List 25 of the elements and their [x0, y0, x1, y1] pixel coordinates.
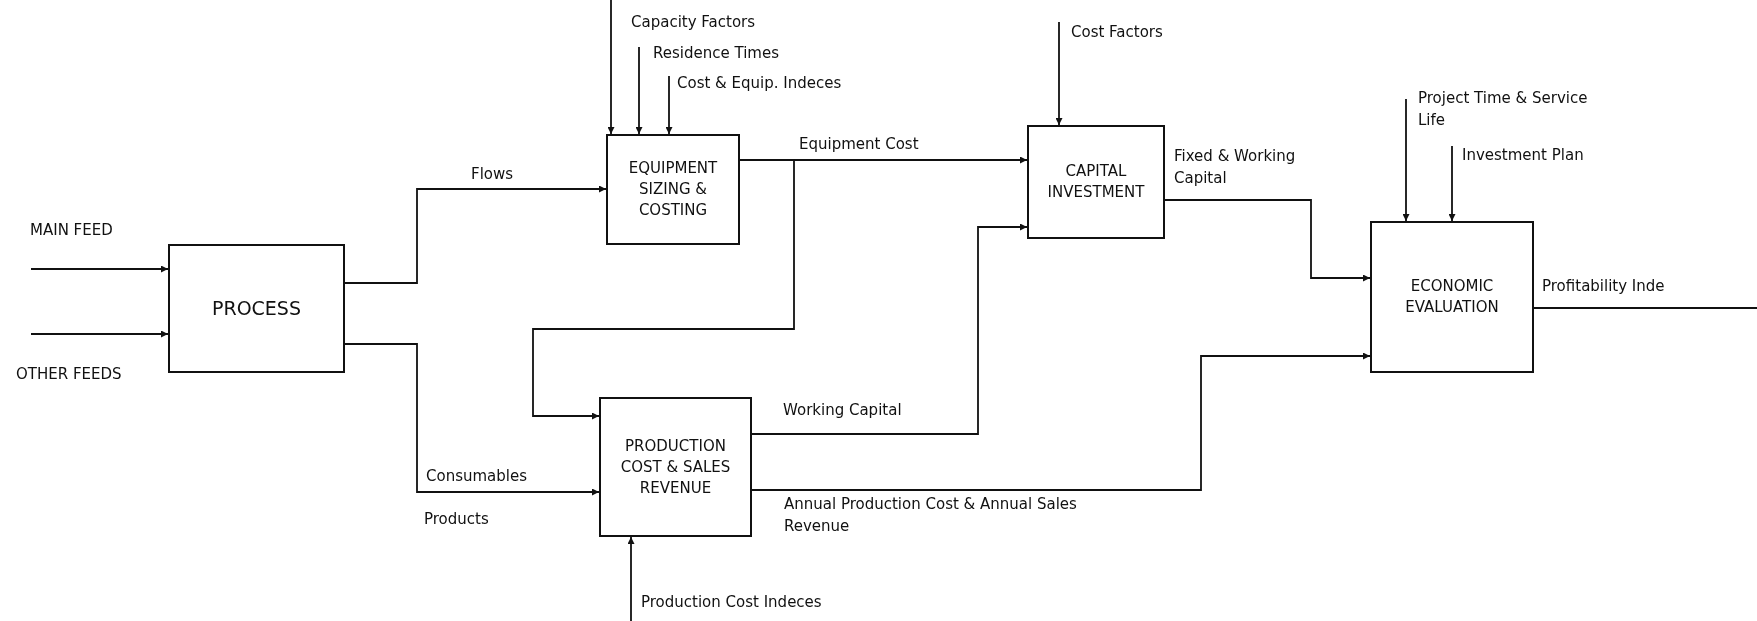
arrow	[635, 46, 643, 135]
process-box	[168, 244, 345, 373]
arrow	[30, 330, 169, 338]
box-label: ECONOMIC EVALUATION	[1404, 276, 1500, 318]
arrow	[1164, 199, 1371, 282]
arrow	[627, 536, 635, 621]
box-label: PRODUCTION COST & SALES REVENUE	[619, 435, 732, 499]
box-label: PROCESS	[212, 296, 301, 322]
arrow	[751, 352, 1371, 491]
arrow	[607, 0, 615, 135]
process-box	[599, 397, 752, 537]
arrow	[1055, 21, 1063, 126]
arrow	[1448, 145, 1456, 222]
arrow	[751, 223, 1028, 435]
process-box	[1370, 221, 1534, 373]
box-label: CAPITAL INVESTMENT	[1046, 161, 1146, 203]
arrow	[30, 265, 169, 273]
box-label: EQUIPMENT SIZING & COSTING	[627, 158, 719, 221]
process-box	[1027, 125, 1165, 239]
arrow	[532, 159, 795, 420]
arrow	[1402, 98, 1410, 222]
arrow	[665, 75, 673, 135]
arrow	[344, 343, 600, 496]
process-box	[606, 134, 740, 245]
arrow	[344, 185, 607, 284]
